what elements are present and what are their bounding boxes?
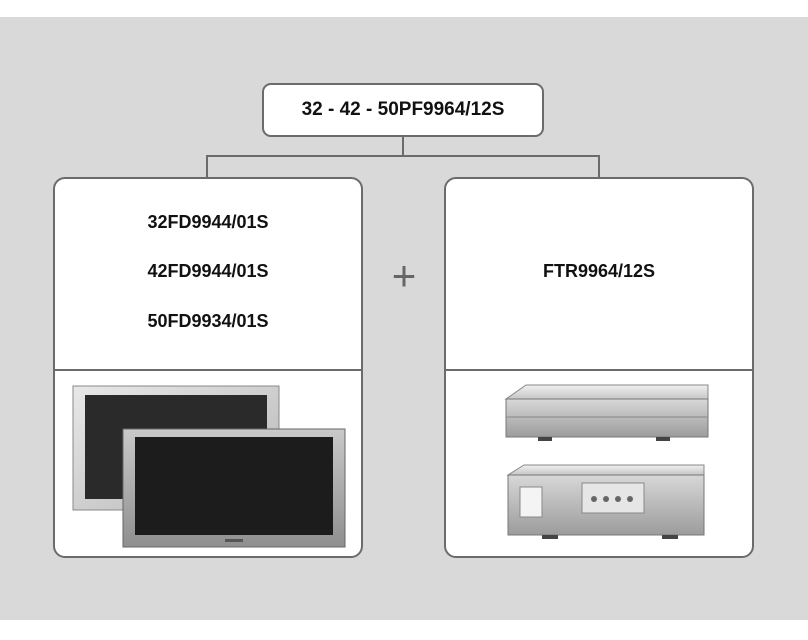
bundle-model-box: 32 - 42 - 50PF9964/12S — [262, 83, 544, 137]
display-model-3: 50FD9934/01S — [147, 311, 269, 331]
flat-tv-image — [72, 385, 346, 548]
display-model-2: 42FD9944/01S — [147, 261, 269, 281]
receiver-model-box: FTR9964/12S — [444, 177, 754, 558]
display-models-box: 32FD9944/01S 42FD9944/01S 50FD9934/01S — [53, 177, 363, 558]
plus-sign: + — [391, 252, 417, 299]
bundle-model-label: 32 - 42 - 50PF9964/12S — [301, 99, 505, 120]
receiver-image — [504, 384, 709, 539]
receiver-model-1: FTR9964/12S — [542, 261, 656, 281]
section-divider — [446, 369, 752, 371]
section-divider — [55, 369, 361, 371]
display-model-1: 32FD9944/01S — [147, 212, 269, 232]
